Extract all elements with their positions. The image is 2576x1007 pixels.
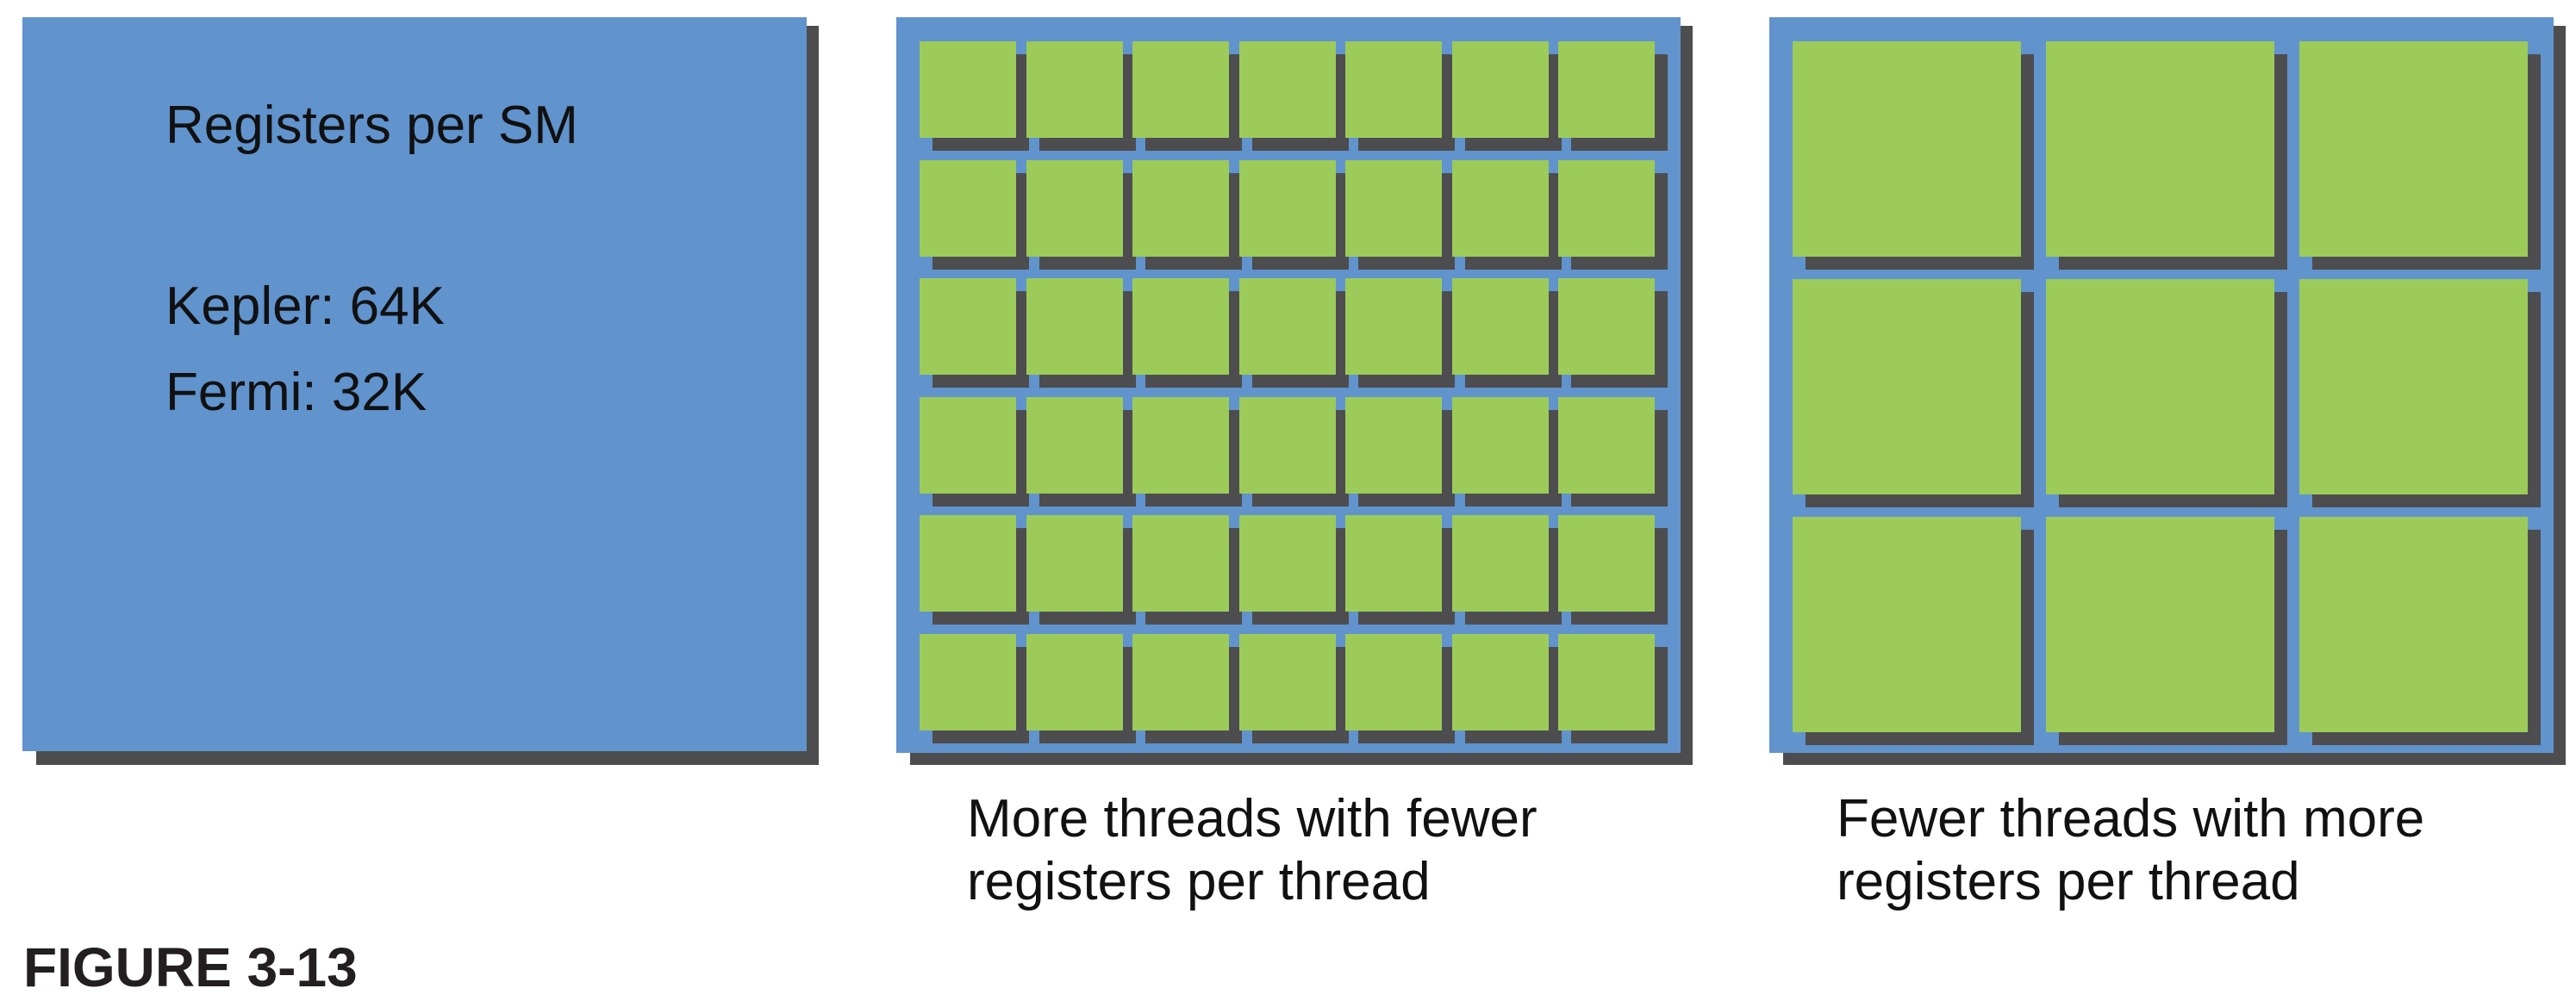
small-thread-block [1132,515,1229,612]
small-thread-block [1452,634,1549,730]
figure-label: FIGURE 3-13 [23,936,358,998]
kepler-registers: Kepler: 64K [165,277,445,336]
small-thread-block [1132,397,1229,494]
small-thread-block [1026,278,1123,375]
large-thread-block [1793,41,2021,257]
large-thread-block [2046,279,2274,494]
small-thread-block [1345,278,1442,375]
small-thread-block [1026,397,1123,494]
small-thread-block [1026,634,1123,730]
large-thread-block [2299,517,2528,732]
large-thread-block [2046,41,2274,257]
small-thread-block [1452,278,1549,375]
small-thread-block [920,515,1016,612]
small-thread-block [1452,41,1549,138]
large-thread-block [1793,517,2021,732]
small-thread-block [1558,278,1655,375]
small-thread-block [1026,515,1123,612]
small-thread-block [1239,160,1336,257]
small-thread-block [920,41,1016,138]
small-thread-block [1558,634,1655,730]
small-thread-block [1026,41,1123,138]
registers-title: Registers per SM [165,96,578,155]
small-thread-block [1132,160,1229,257]
large-thread-block [2299,279,2528,494]
small-thread-block [1026,160,1123,257]
small-thread-block [1239,397,1336,494]
small-thread-block [1239,41,1336,138]
small-thread-block [1558,41,1655,138]
small-thread-block [920,278,1016,375]
small-thread-block [1345,160,1442,257]
small-thread-block [1452,397,1549,494]
register-info-box: Registers per SM Kepler: 64K Fermi: 32K [22,17,807,751]
small-thread-block [1558,515,1655,612]
small-thread-block [920,160,1016,257]
small-thread-block [1452,160,1549,257]
small-thread-block [1239,515,1336,612]
small-thread-block [1345,515,1442,612]
small-thread-block [1558,397,1655,494]
large-threads-caption-line-1: Fewer threads with more [1837,789,2425,848]
large-thread-block [2046,517,2274,732]
fermi-registers: Fermi: 32K [165,363,427,422]
small-threads-caption-line-1: More threads with fewer [967,789,1537,848]
large-thread-block [1793,279,2021,494]
small-thread-block [1132,634,1229,730]
small-thread-block [1558,160,1655,257]
small-thread-block [1345,397,1442,494]
small-thread-block [1345,634,1442,730]
small-thread-block [1239,634,1336,730]
large-threads-caption-line-2: registers per thread [1837,852,2300,911]
small-thread-block [1239,278,1336,375]
large-thread-block [2299,41,2528,257]
small-thread-block [1452,515,1549,612]
small-thread-block [1132,41,1229,138]
small-thread-block [920,397,1016,494]
small-thread-block [1345,41,1442,138]
small-thread-block [920,634,1016,730]
small-thread-block [1132,278,1229,375]
small-threads-caption-line-2: registers per thread [967,852,1431,911]
